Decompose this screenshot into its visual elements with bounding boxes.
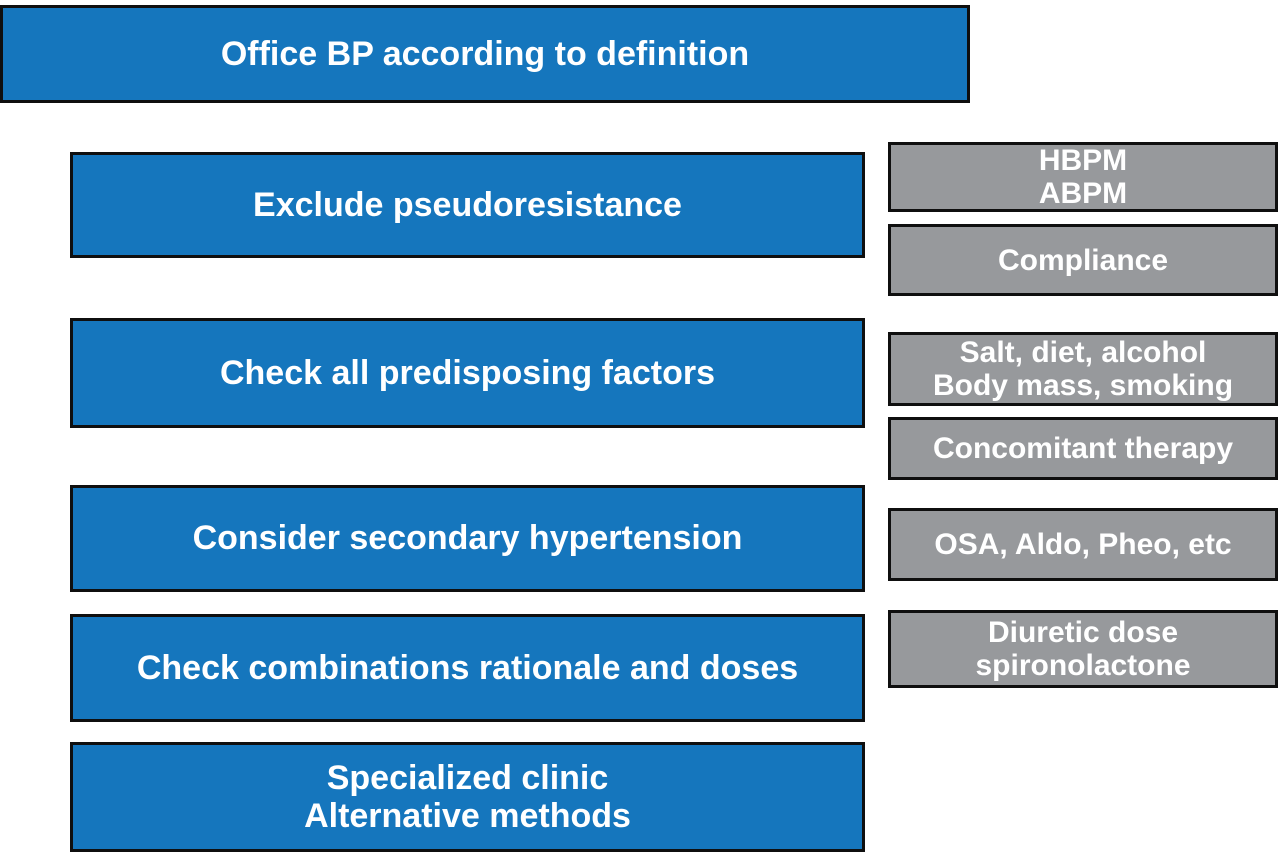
note-diuretic-dose-line: Diuretic dose xyxy=(987,616,1179,649)
step-specialized-clinic-line: Specialized clinic xyxy=(326,758,609,797)
step-office-bp-label: Office BP according to definition xyxy=(220,34,750,73)
step-exclude-pseudoresistance-label: Exclude pseudoresistance xyxy=(253,185,682,224)
step-alternative-methods-line: Alternative methods xyxy=(304,797,631,835)
note-hbpm-abpm-box: HBPM ABPM xyxy=(888,142,1278,212)
note-lifestyle-factors-box: Salt, diet, alcohol Body mass, smoking xyxy=(888,332,1278,406)
note-diuretic-spironolactone-box: Diuretic dose spironolactone xyxy=(888,610,1278,688)
step-office-bp-box: Office BP according to definition xyxy=(0,5,970,103)
note-concomitant-therapy-label: Concomitant therapy xyxy=(932,432,1234,465)
step-check-combinations-doses-label: Check combinations rationale and doses xyxy=(136,648,799,687)
step-check-predisposing-factors-label: Check all predisposing factors xyxy=(219,353,716,392)
note-hbpm-line: HBPM xyxy=(1038,144,1128,177)
step-specialized-clinic-box: Specialized clinic Alternative methods xyxy=(70,742,865,852)
note-compliance-box: Compliance xyxy=(888,224,1278,296)
note-abpm-line: ABPM xyxy=(1038,177,1128,210)
step-consider-secondary-hypertension-label: Consider secondary hypertension xyxy=(192,519,743,558)
note-concomitant-therapy-box: Concomitant therapy xyxy=(888,417,1278,480)
note-spironolactone-line: spironolactone xyxy=(975,649,1191,682)
step-exclude-pseudoresistance-box: Exclude pseudoresistance xyxy=(70,152,865,258)
note-lifestyle-line2: Body mass, smoking xyxy=(932,369,1234,402)
step-check-predisposing-factors-box: Check all predisposing factors xyxy=(70,318,865,428)
note-secondary-causes-label: OSA, Aldo, Pheo, etc xyxy=(934,528,1232,561)
step-consider-secondary-hypertension-box: Consider secondary hypertension xyxy=(70,485,865,592)
step-check-combinations-doses-box: Check combinations rationale and doses xyxy=(70,614,865,722)
note-compliance-label: Compliance xyxy=(997,243,1169,277)
note-secondary-causes-box: OSA, Aldo, Pheo, etc xyxy=(888,508,1278,581)
note-lifestyle-line1: Salt, diet, alcohol xyxy=(959,336,1207,369)
